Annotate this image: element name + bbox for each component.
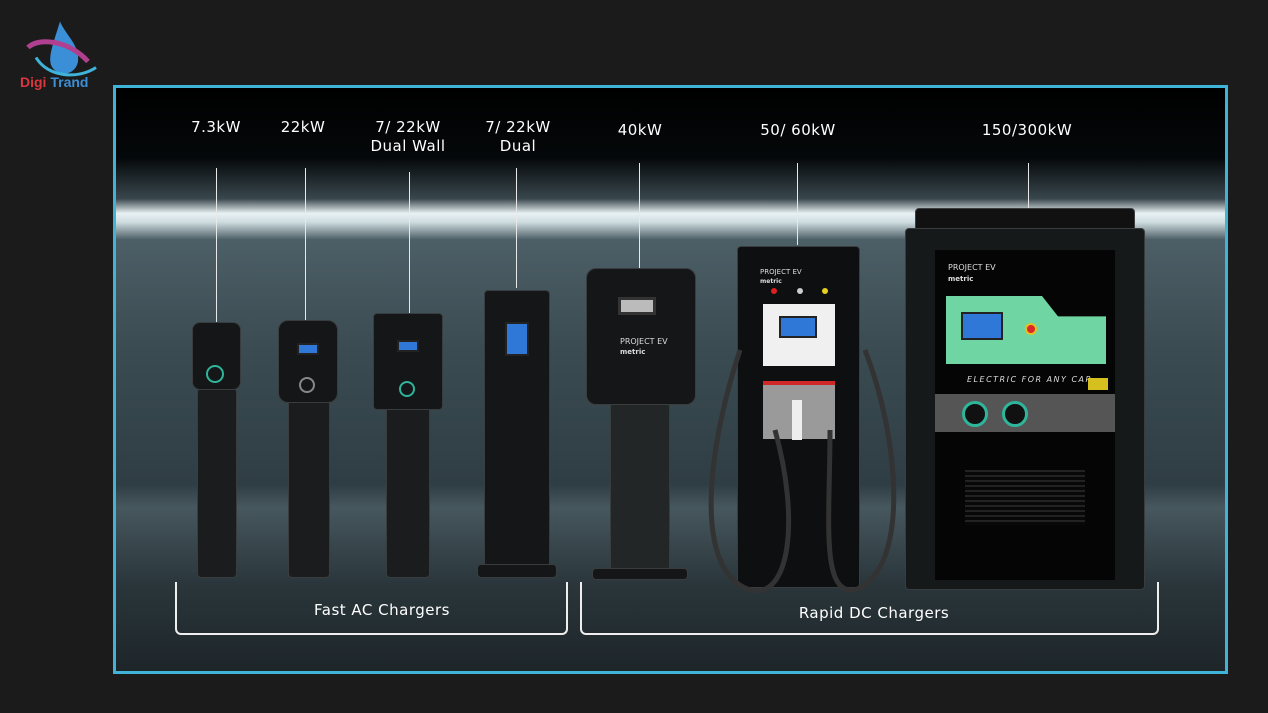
leader-line: [305, 168, 306, 320]
logo-text-digi: Digi: [20, 74, 47, 90]
logo-text-trand: Trand: [50, 74, 89, 90]
logo-text: Digi Trand: [20, 74, 88, 90]
leader-line: [1028, 163, 1029, 208]
fast-ac-bracket: [175, 582, 568, 635]
rapid-dc-label: Rapid DC Chargers: [798, 604, 950, 622]
branding-text: metric: [948, 275, 974, 283]
label-7-3kw: 7.3kW: [191, 118, 241, 136]
digitrand-logo-icon: [26, 21, 97, 77]
label-150-300kw: 150/300kW: [981, 121, 1073, 139]
branding-text: PROJECT EV: [760, 268, 802, 276]
fast-ac-label: Fast AC Chargers: [314, 601, 450, 619]
label-50-60kw: 50/ 60kW: [760, 121, 836, 139]
branding-text: PROJECT EV: [948, 263, 996, 272]
branding-text: PROJECT EV: [620, 337, 668, 346]
charging-cables-icon: [708, 349, 897, 594]
leader-line: [639, 163, 640, 268]
leader-line: [797, 163, 798, 245]
slogan-text: ELECTRIC FOR ANY CAR: [967, 375, 1093, 384]
label-22kw: 22kW: [280, 118, 326, 136]
rapid-dc-bracket: [580, 582, 1159, 635]
leader-line: [516, 168, 517, 288]
leader-line: [409, 172, 410, 313]
branding-text: metric: [760, 278, 782, 285]
label-40kw: 40kW: [617, 121, 663, 139]
branding-text: metric: [620, 348, 646, 356]
leader-line: [216, 168, 217, 322]
